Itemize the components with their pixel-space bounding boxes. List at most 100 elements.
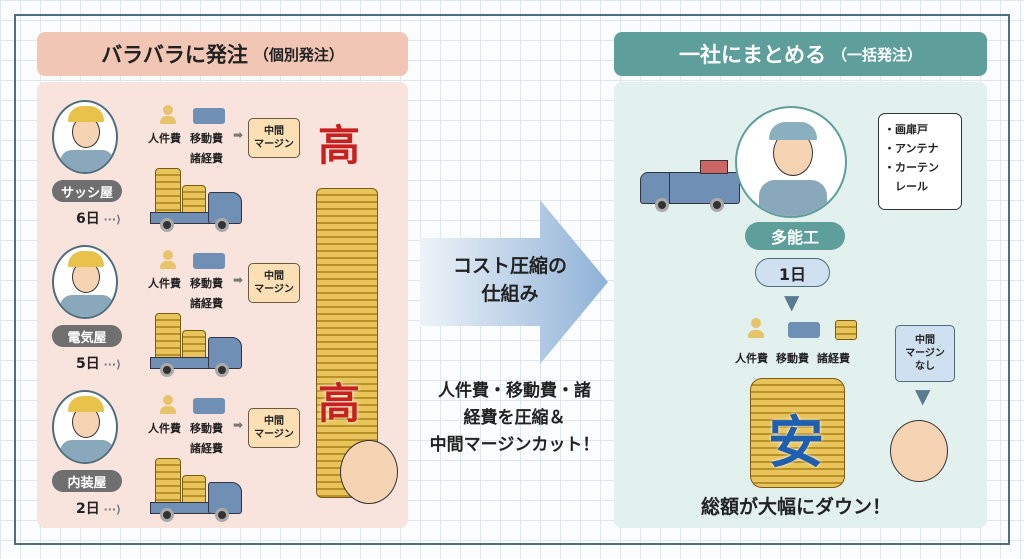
- trade-label: 内装屋: [52, 470, 122, 492]
- margin-box: 中間 マージン: [248, 263, 300, 303]
- arrow-right-icon: ➡: [233, 273, 244, 287]
- wheel: [215, 218, 229, 232]
- worker-avatar: [52, 100, 118, 174]
- days-value: 5日: [76, 356, 100, 372]
- uniform: [759, 180, 827, 216]
- days-text: 5日 ···⟩: [76, 356, 122, 372]
- arrow-text-line: コスト圧縮の: [452, 255, 567, 277]
- person-icon-body: [160, 116, 176, 124]
- multi-skilled-worker-avatar: [735, 106, 847, 218]
- left-title: バラバラに発注: [101, 43, 248, 67]
- right-header: 一社にまとめる （一括発注）: [614, 32, 987, 76]
- person-icon: [163, 250, 173, 260]
- travel-cost-label: 移動費: [190, 277, 223, 290]
- misc-cost-label: 諸経費: [190, 297, 223, 310]
- margin-line: 中間: [264, 416, 284, 427]
- margin-line: マージン: [254, 429, 294, 440]
- right-title: 一社にまとめる: [678, 43, 826, 67]
- labor-cost-label: 人件費: [148, 277, 181, 290]
- uniform: [60, 440, 114, 462]
- no-margin-line: マージン: [905, 348, 945, 359]
- misc-cost-label: 諸経費: [190, 442, 223, 455]
- helmet-icon: [68, 106, 104, 122]
- small-coin-stack: [750, 378, 845, 488]
- left-header: バラバラに発注 （個別発注）: [37, 32, 408, 76]
- days-text: 6日 ···⟩: [76, 211, 122, 227]
- days-value: 2日: [76, 501, 100, 517]
- uniform: [60, 295, 114, 317]
- skill-item: ・画扉戸: [884, 123, 928, 136]
- no-margin-line: なし: [915, 361, 935, 372]
- high-label-top: 高: [318, 121, 361, 170]
- no-margin-box: 中間 マージン なし: [895, 325, 955, 382]
- arrow-down-icon: ▼: [784, 290, 800, 314]
- days-pill: 1日: [755, 258, 830, 287]
- days-value: 6日: [76, 211, 100, 227]
- van-icon: [193, 398, 225, 414]
- worried-face-icon: [340, 440, 398, 504]
- misc-cost-label: 諸経費: [817, 352, 850, 365]
- van-icon: [193, 108, 225, 124]
- misc-cost-label: 諸経費: [190, 152, 223, 165]
- van-icon: [788, 322, 820, 338]
- margin-line: マージン: [254, 284, 294, 295]
- days-text: 2日 ···⟩: [76, 501, 122, 517]
- trade-label: サッシ屋: [52, 180, 122, 202]
- cost-labels: 人件費 移動費 諸経費: [735, 350, 875, 366]
- skill-item: ・カーテン: [884, 161, 939, 174]
- arrow-right-icon: [420, 200, 608, 364]
- high-label-bottom: 高: [318, 379, 361, 428]
- person-icon-body: [160, 406, 176, 414]
- cheap-label: 安: [768, 411, 824, 476]
- person-icon: [163, 395, 173, 405]
- wheel: [160, 363, 174, 377]
- wheel: [160, 508, 174, 522]
- right-subtitle: （一括発注）: [831, 45, 922, 64]
- coin-stack: [182, 330, 206, 361]
- skill-item: ・アンテナ: [884, 142, 939, 155]
- margin-box: 中間 マージン: [248, 118, 300, 158]
- person-icon-body: [160, 261, 176, 269]
- wheel: [215, 508, 229, 522]
- cap-icon: [769, 122, 817, 140]
- margin-line: マージン: [254, 139, 294, 150]
- margin-box: 中間 マージン: [248, 408, 300, 448]
- helmet-icon: [68, 396, 104, 412]
- arrow-right-icon: ➡: [233, 418, 244, 432]
- worker-avatar: [52, 245, 118, 319]
- coin-stack: [182, 475, 206, 506]
- worker-avatar: [52, 390, 118, 464]
- coins-icon: [835, 320, 857, 340]
- worker-label: 多能工: [745, 222, 845, 250]
- wheel: [655, 198, 669, 212]
- person-icon: [163, 105, 173, 115]
- arrow-text: コスト圧縮の 仕組み: [430, 252, 590, 308]
- person-icon: [751, 318, 761, 328]
- van-icon: [193, 253, 225, 269]
- coin-stack: [155, 458, 181, 506]
- wheel: [215, 363, 229, 377]
- happy-face-icon: [890, 420, 948, 482]
- result-text: 総額が大幅にダウン！: [700, 496, 891, 518]
- margin-line: 中間: [264, 126, 284, 137]
- arrow-right-icon: ➡: [233, 128, 244, 142]
- uniform: [60, 150, 114, 172]
- no-margin-line: 中間: [915, 335, 935, 346]
- wheel: [710, 198, 724, 212]
- labor-cost-label: 人件費: [735, 352, 768, 365]
- person-icon-body: [748, 330, 764, 338]
- labor-cost-label: 人件費: [148, 422, 181, 435]
- note-line: 人件費・移動費・諸: [438, 381, 591, 401]
- cargo-icon: [700, 160, 728, 174]
- coin-stack: [155, 313, 181, 361]
- arrow-text-line: 仕組み: [481, 283, 539, 305]
- note-line: 経費を圧縮＆: [463, 408, 566, 428]
- frame: [14, 14, 1010, 545]
- margin-line: 中間: [264, 271, 284, 282]
- left-subtitle: （個別発注）: [253, 45, 344, 64]
- note-line: 中間マージンカット！: [429, 435, 600, 455]
- wheel: [160, 218, 174, 232]
- skill-item: レール: [884, 180, 928, 193]
- travel-cost-label: 移動費: [190, 422, 223, 435]
- center-note: 人件費・移動費・諸 経費を圧縮＆ 中間マージンカット！: [412, 378, 617, 459]
